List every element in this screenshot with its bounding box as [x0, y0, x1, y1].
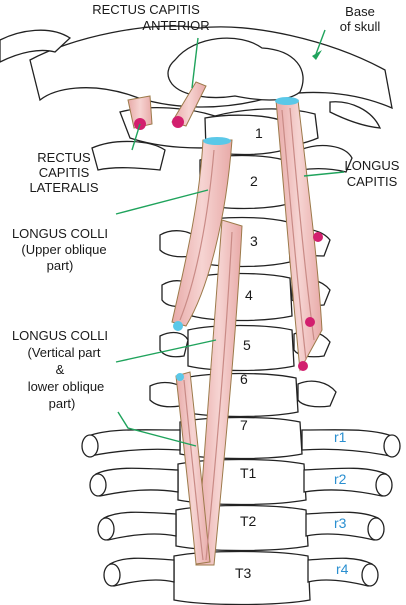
vertebra-c4-body: [191, 272, 293, 322]
vertebra-label: T1: [240, 465, 257, 481]
label-longus-capitis-line2: CAPITIS: [347, 174, 398, 189]
insertion-mark: [172, 116, 184, 128]
label-longus-colli-vertical-line3: &: [56, 362, 65, 377]
vertebra-label: 1: [255, 125, 263, 141]
label-longus-colli-vertical-line5: part): [49, 396, 76, 411]
rectus-capitis-lateralis-muscle: [127, 95, 153, 129]
leader-lines: [115, 29, 345, 447]
vertebra-label: T2: [240, 513, 257, 529]
vertebra-label: 4: [245, 287, 253, 303]
rib-label: r2: [334, 471, 347, 487]
label-rectus-capitis-lateralis-line3: LATERALIS: [29, 180, 98, 195]
ribs-right: [301, 429, 401, 587]
rib-label: r3: [334, 515, 347, 531]
vertebra-c5-body: [187, 324, 295, 372]
leader-base-of-skull: [315, 29, 326, 55]
rib-label: r4: [336, 561, 349, 577]
vertebra-labels: 1 2 3 4 5 6 7 T1 T2 T3: [235, 125, 263, 581]
leader-longus-colli-lower: [117, 411, 197, 447]
label-longus-colli-vertical-line4: lower oblique: [28, 379, 105, 394]
rib-labels: r1 r2 r3 r4: [334, 429, 349, 577]
vertebra-label: 7: [240, 417, 248, 433]
label-base-of-skull-line1: Base: [345, 4, 375, 19]
label-rectus-capitis-anterior-line1: RECTUS CAPITIS: [92, 2, 200, 17]
leader-longus-colli-vertical: [115, 339, 217, 363]
rectus-capitis-muscles: [127, 81, 207, 130]
label-longus-colli-upper-line3: part): [47, 258, 74, 273]
longus-colli-upper-oblique-muscle: [171, 137, 233, 331]
label-longus-colli-upper-line2: (Upper oblique: [21, 242, 106, 257]
rib-label: r1: [334, 429, 347, 445]
label-longus-colli-upper-line1: LONGUS COLLI: [12, 226, 108, 241]
vertebra-label: 2: [250, 173, 258, 189]
label-base-of-skull-line2: of skull: [340, 19, 381, 34]
longus-capitis-muscle: [275, 97, 323, 372]
muscle-labels: Base of skull RECTUS CAPITIS ANTERIOR RE…: [12, 2, 400, 411]
base-of-skull: [0, 25, 393, 129]
label-longus-colli-vertical-line1: LONGUS COLLI: [12, 328, 108, 343]
label-rectus-capitis-lateralis-line1: RECTUS: [37, 150, 91, 165]
label-rectus-capitis-anterior-line2: ANTERIOR: [142, 18, 209, 33]
label-longus-capitis-line1: LONGUS: [345, 158, 400, 173]
leader-longus-capitis: [303, 171, 345, 177]
leader-rectus-anterior: [191, 37, 199, 89]
vertebra-label: 3: [250, 233, 258, 249]
vertebra-label: T3: [235, 565, 252, 581]
ribs-left: [81, 429, 181, 587]
label-rectus-capitis-lateralis-line2: CAPITIS: [39, 165, 90, 180]
label-longus-colli-vertical-line2: (Vertical part: [28, 345, 101, 360]
vertebra-label: 6: [240, 371, 248, 387]
leader-rectus-lateralis: [131, 123, 141, 151]
vertebra-label: 5: [243, 337, 251, 353]
leader-longus-colli-upper: [115, 189, 209, 215]
longus-colli-vertical-muscle: [175, 219, 243, 566]
